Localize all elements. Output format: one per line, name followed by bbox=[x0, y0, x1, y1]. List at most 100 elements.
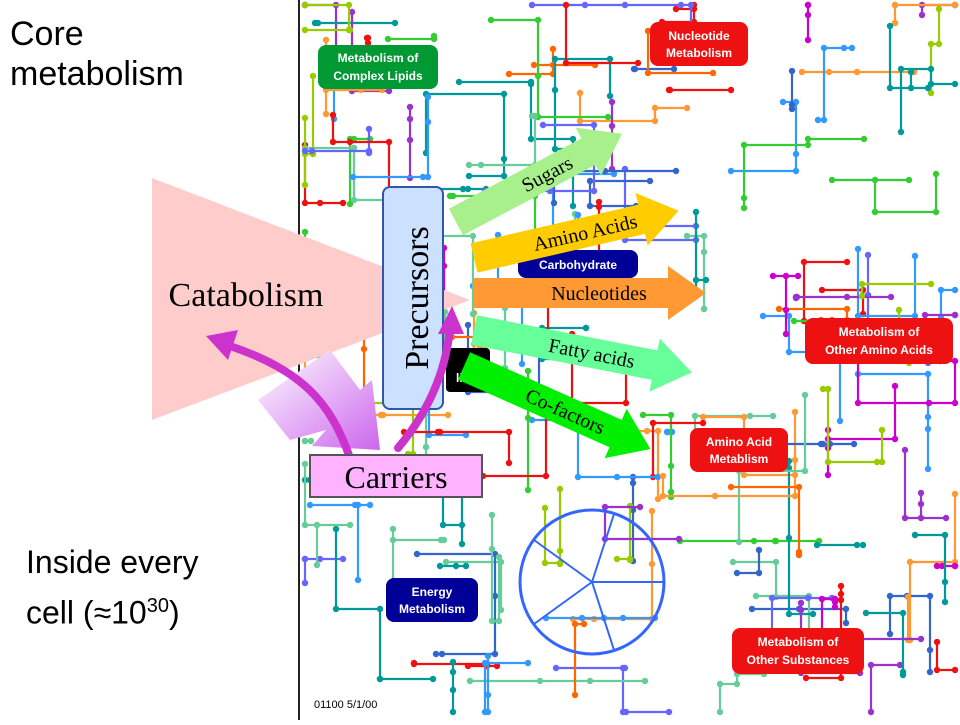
pathway-node bbox=[569, 135, 577, 143]
pathway-node bbox=[769, 412, 777, 420]
pathway-line bbox=[424, 92, 506, 178]
pathway-node bbox=[818, 595, 826, 603]
pathway-node bbox=[419, 173, 427, 181]
note-base: 10 bbox=[111, 594, 147, 631]
approx-symbol: ≈ bbox=[93, 594, 112, 631]
pathway-node bbox=[951, 562, 959, 570]
pathway-node bbox=[926, 592, 934, 600]
pathway-node bbox=[924, 465, 932, 473]
pathway-node bbox=[541, 504, 549, 512]
pathway-node bbox=[458, 521, 466, 529]
pathway-node bbox=[301, 437, 309, 445]
pathway-node bbox=[951, 311, 959, 319]
pathway-node bbox=[768, 594, 776, 602]
pathway-node bbox=[663, 428, 671, 436]
pathway-node bbox=[590, 121, 598, 129]
pathway-node bbox=[487, 16, 495, 24]
pathway-node bbox=[595, 203, 603, 211]
pathway-line bbox=[856, 249, 917, 318]
pathway-cycle-spoke bbox=[591, 581, 615, 651]
carriers-to-catabolism-arrowhead bbox=[206, 330, 238, 360]
pathway-node bbox=[488, 617, 496, 625]
pathway-node bbox=[364, 39, 372, 47]
pathway-node bbox=[462, 562, 470, 570]
pathway-node bbox=[350, 196, 358, 204]
pathway-node bbox=[549, 45, 557, 53]
pathway-node bbox=[740, 204, 748, 212]
pathway-node bbox=[639, 411, 647, 419]
pathway-node bbox=[574, 473, 582, 481]
pathway-node bbox=[804, 1, 812, 9]
pathway-node bbox=[733, 680, 741, 688]
pathway-node bbox=[727, 483, 735, 491]
carriers-box bbox=[309, 454, 483, 498]
pathway-node bbox=[301, 555, 309, 563]
pathway-node bbox=[924, 413, 932, 421]
pathway-node bbox=[700, 305, 708, 313]
pathway-node bbox=[524, 414, 532, 422]
pathway-node bbox=[740, 413, 748, 421]
pathway-node bbox=[907, 84, 915, 92]
pathway-node bbox=[871, 208, 879, 216]
map-box-nucleotide-bg bbox=[650, 22, 748, 66]
pathway-node bbox=[740, 471, 748, 479]
pathway-node bbox=[917, 635, 925, 643]
pathway-node bbox=[631, 65, 639, 73]
pathway-node bbox=[449, 192, 457, 200]
map-box-amino-acid-bg bbox=[690, 428, 788, 472]
pathway-line bbox=[532, 3, 693, 40]
pathway-node bbox=[610, 170, 618, 178]
pathway-node bbox=[432, 650, 440, 658]
pathway-node bbox=[727, 167, 735, 175]
pathway-node bbox=[301, 26, 309, 34]
pathway-node bbox=[651, 104, 659, 112]
pathway-node bbox=[462, 431, 470, 439]
pathway-node bbox=[488, 545, 496, 553]
pathway-line bbox=[603, 505, 679, 541]
pathway-node bbox=[578, 614, 586, 622]
pathway-node bbox=[666, 86, 674, 94]
pathway-node bbox=[582, 324, 590, 332]
map-box-other-amino-bg bbox=[805, 318, 953, 364]
pathway-node bbox=[790, 317, 798, 325]
pathway-node bbox=[665, 708, 673, 716]
pathway-node bbox=[581, 1, 589, 9]
pathway-node bbox=[385, 87, 393, 95]
pathway-node bbox=[301, 460, 309, 468]
pathway-node bbox=[484, 691, 492, 699]
pathway-node bbox=[911, 531, 919, 539]
pathway-node bbox=[539, 121, 547, 129]
pathway-node bbox=[601, 503, 609, 511]
pathway-node bbox=[619, 664, 627, 672]
pathway-line bbox=[915, 533, 947, 602]
pathway-node bbox=[651, 117, 659, 125]
pathway-node bbox=[571, 620, 579, 628]
pathway-node bbox=[746, 412, 754, 420]
pathway-node bbox=[301, 579, 309, 587]
pathway-node bbox=[365, 125, 373, 133]
pathway-node bbox=[700, 232, 708, 240]
pathway-node bbox=[862, 609, 870, 617]
pathway-node bbox=[608, 98, 616, 106]
pathway-node bbox=[804, 11, 812, 19]
pathway-node bbox=[621, 1, 629, 9]
pathway-node bbox=[465, 161, 473, 169]
pathway-node bbox=[351, 501, 359, 509]
pathway-node bbox=[840, 44, 848, 52]
pathway-node bbox=[654, 427, 662, 435]
pathway-node bbox=[313, 521, 321, 529]
pathway-node bbox=[854, 399, 862, 407]
pathway-node bbox=[755, 546, 763, 554]
pathway-node bbox=[895, 306, 903, 314]
pathway-node bbox=[413, 550, 421, 558]
note-line-2: cell (≈1030) bbox=[26, 584, 199, 635]
pathway-node bbox=[794, 272, 802, 280]
output-arrow-shape bbox=[457, 352, 651, 459]
pathway-node bbox=[729, 558, 737, 566]
pathway-node bbox=[791, 492, 799, 500]
pathway-node bbox=[927, 89, 935, 97]
pathway-node bbox=[551, 145, 559, 153]
pathway-node bbox=[406, 115, 414, 123]
pathway-node bbox=[518, 360, 526, 368]
pathway-node bbox=[891, 19, 899, 27]
